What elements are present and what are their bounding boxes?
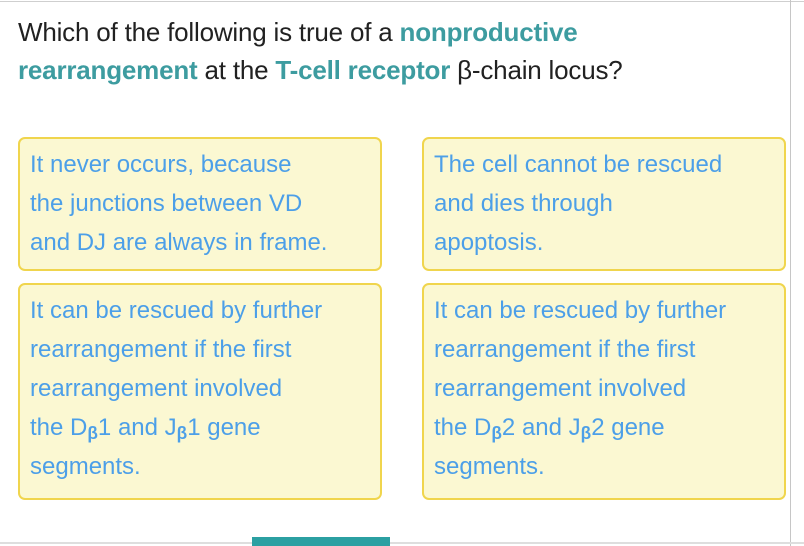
option-text: 1 gene segments.: [30, 414, 261, 480]
question-segment: Which of the following is true of a: [18, 17, 400, 47]
beta-subscript: β: [580, 423, 592, 444]
option-text: It never occurs, because the junctions b…: [30, 151, 328, 256]
option-text: The cell cannot be rescued and dies thro…: [434, 151, 723, 256]
page-bottom-border: [0, 542, 804, 544]
beta-subscript: β: [491, 423, 502, 444]
question-segment: β-chain locus?: [450, 55, 623, 85]
option-text: 1 and J: [97, 414, 177, 441]
page-right-border: [790, 0, 791, 546]
question-text: Which of the following is true of a nonp…: [18, 13, 780, 89]
question-segment: at the: [197, 55, 276, 85]
page-top-border: [0, 1, 804, 2]
option-box-3[interactable]: It can be rescued by further rearrangeme…: [18, 283, 382, 500]
option-box-1[interactable]: It never occurs, because the junctions b…: [18, 137, 382, 271]
option-box-4[interactable]: It can be rescued by further rearrangeme…: [422, 283, 786, 500]
options-grid: It never occurs, because the junctions b…: [18, 137, 786, 500]
option-box-2[interactable]: The cell cannot be rescued and dies thro…: [422, 137, 786, 271]
option-text: 2 gene segments.: [434, 414, 665, 480]
beta-subscript: β: [176, 423, 188, 444]
beta-subscript: β: [87, 423, 98, 444]
progress-bar: [252, 537, 390, 546]
question-keyword-nonproductive-rearrangement: nonproductive rearrangement: [18, 17, 578, 85]
option-text: It can be rescued by further rearrangeme…: [30, 297, 323, 441]
option-text: 2 and J: [501, 414, 581, 441]
option-text: It can be rescued by further rearrangeme…: [434, 297, 727, 441]
question-keyword-t-cell-receptor: T-cell receptor: [275, 55, 451, 85]
